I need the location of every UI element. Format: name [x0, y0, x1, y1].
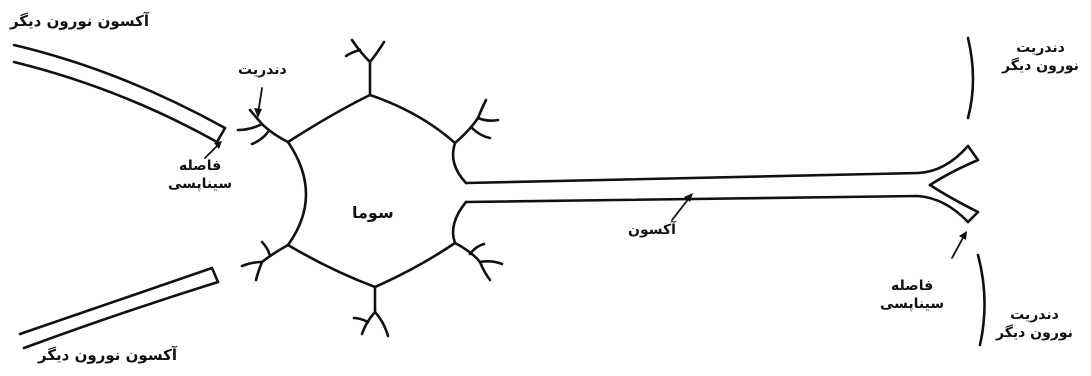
label-dendrite-other-neuron-top: دندریت نورون دیگر: [1002, 40, 1079, 75]
label-axon: آکسون: [628, 222, 676, 240]
label-text: دندریت: [238, 62, 287, 80]
label-line: دندریت: [996, 307, 1073, 325]
label-axon-other-neuron-bottom: آکسون نورون دیگر: [38, 346, 177, 365]
label-text: آکسون نورون دیگر: [38, 346, 177, 365]
soma-outline: [288, 95, 466, 287]
label-text: سوما: [352, 203, 394, 223]
label-dendrite-other-neuron-bottom: دندریت نورون دیگر: [996, 307, 1073, 342]
label-axon-other-neuron-top: آکسون نورون دیگر: [10, 12, 149, 31]
label-line: سیناپسی: [880, 296, 944, 314]
label-line: فاصله: [168, 158, 232, 176]
soma-dendrites: [238, 40, 502, 336]
label-line: سیناپسی: [168, 176, 232, 194]
label-dendrite: دندریت: [238, 62, 287, 80]
label-soma: سوما: [352, 203, 394, 223]
label-text: آکسون نورون دیگر: [10, 12, 149, 31]
label-synaptic-gap-left: فاصله سیناپسی: [168, 158, 232, 193]
label-line: نورون دیگر: [996, 325, 1073, 343]
label-line: فاصله: [880, 278, 944, 296]
incoming-axon-bottom: [20, 268, 218, 348]
label-synaptic-gap-right: فاصله سیناپسی: [880, 278, 944, 313]
incoming-axon-top: [14, 45, 225, 142]
label-line: نورون دیگر: [1002, 58, 1079, 76]
other-neuron-dendrites: [968, 38, 985, 345]
main-axon: [466, 146, 978, 222]
pointer-arrows: [205, 88, 967, 258]
label-line: دندریت: [1002, 40, 1079, 58]
label-text: آکسون: [628, 222, 676, 240]
